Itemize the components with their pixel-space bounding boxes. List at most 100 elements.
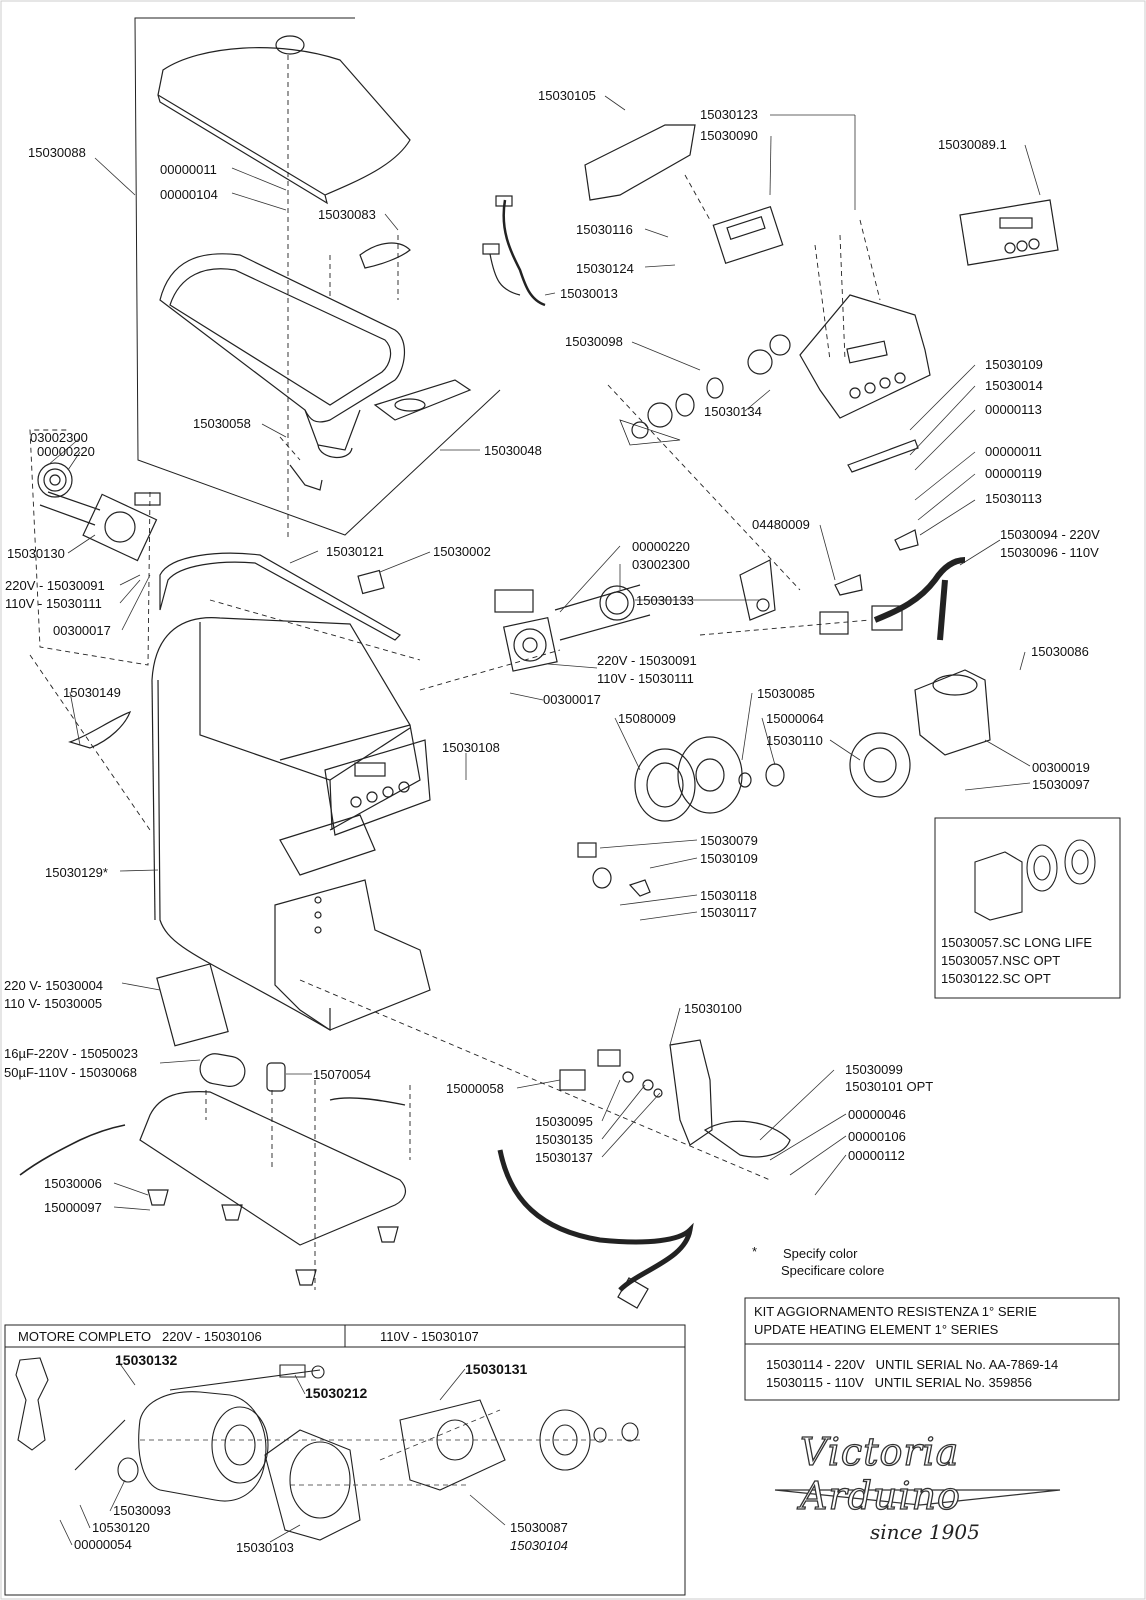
label-15030132: 15030132 bbox=[115, 1352, 178, 1368]
label-15030108: 15030108 bbox=[442, 740, 500, 755]
label-00000011-right: 00000011 bbox=[985, 444, 1042, 459]
label-15000058: 15000058 bbox=[446, 1081, 504, 1096]
logo-brand: Victoria Arduino bbox=[799, 1429, 961, 1518]
motor-header-220v: MOTORE COMPLETO 220V - 15030106 bbox=[18, 1329, 262, 1344]
label-15030098: 15030098 bbox=[565, 334, 623, 349]
label-15030085: 15030085 bbox=[757, 686, 815, 701]
label-15030086: 15030086 bbox=[1031, 644, 1089, 659]
kit-title-en: UPDATE HEATING ELEMENT 1° SERIES bbox=[754, 1322, 999, 1337]
label-15000097: 15000097 bbox=[44, 1200, 102, 1215]
label-15030104: 15030104 bbox=[510, 1538, 568, 1553]
label-15030109-top: 15030109 bbox=[985, 357, 1043, 372]
victoria-arduino-logo: Victoria Arduino since 1905 bbox=[770, 1429, 1060, 1570]
label-00000106: 00000106 bbox=[848, 1129, 906, 1144]
label-15030133: 15030133 bbox=[636, 593, 694, 608]
fan-left bbox=[37, 462, 161, 562]
label-15030109-mid: 15030109 bbox=[700, 851, 758, 866]
label-15030093: 15030093 bbox=[113, 1503, 171, 1518]
label-15000064: 15000064 bbox=[766, 711, 824, 726]
label-00300017-left: 00300017 bbox=[53, 623, 111, 638]
label-15030129: 15030129* bbox=[45, 865, 108, 880]
label-15080009: 15080009 bbox=[618, 711, 676, 726]
label-15030096: 15030096 - 110V bbox=[1000, 545, 1099, 560]
label-00000046: 00000046 bbox=[848, 1107, 906, 1122]
label-00000011-top: 00000011 bbox=[160, 162, 217, 177]
label-15030091-left: 220V - 15030091 bbox=[5, 578, 105, 593]
label-15030090: 15030090 bbox=[700, 128, 758, 143]
label-15030135: 15030135 bbox=[535, 1132, 593, 1147]
label-15030137: 15030137 bbox=[535, 1150, 593, 1165]
base-plate bbox=[139, 1091, 407, 1246]
label-15030088: 15030088 bbox=[28, 145, 86, 160]
kit-title-it: KIT AGGIORNAMENTO RESISTENZA 1° SERIE bbox=[754, 1304, 1037, 1319]
label-15030121: 15030121 bbox=[326, 544, 384, 559]
label-15030116: 15030116 bbox=[576, 222, 633, 237]
label-15030101-opt: 15030101 OPT bbox=[845, 1079, 934, 1094]
kit-row-220v: 15030114 - 220V UNTIL SERIAL No. AA-7869… bbox=[766, 1357, 1059, 1372]
label-15030149: 15030149 bbox=[63, 685, 121, 700]
label-15030002: 15030002 bbox=[433, 544, 491, 559]
label-15030083: 15030083 bbox=[318, 207, 376, 222]
label-15030068: 50µF-110V - 15030068 bbox=[4, 1065, 138, 1080]
label-15030131: 15030131 bbox=[465, 1361, 528, 1377]
label-00000104: 00000104 bbox=[160, 187, 218, 202]
label-15030110: 15030110 bbox=[766, 733, 823, 748]
label-15030124: 15030124 bbox=[576, 261, 634, 276]
label-15030130: 15030130 bbox=[7, 546, 65, 561]
label-00000220-left: 00000220 bbox=[37, 444, 95, 459]
hopper-group-outline bbox=[134, 17, 501, 536]
label-15030006: 15030006 bbox=[44, 1176, 102, 1191]
label-00300019: 00300019 bbox=[1032, 760, 1090, 775]
note-specify-color: Specify color bbox=[783, 1246, 858, 1261]
logo-since: since 1905 bbox=[870, 1520, 980, 1544]
label-03002300-right: 03002300 bbox=[632, 557, 690, 572]
label-15030089-1: 15030089.1 bbox=[938, 137, 1007, 152]
label-00000119: 00000119 bbox=[985, 466, 1042, 481]
hopper-body bbox=[159, 253, 405, 458]
label-15050023: 16µF-220V - 15050023 bbox=[4, 1046, 138, 1061]
label-15030048: 15030048 bbox=[484, 443, 542, 458]
label-15030079: 15030079 bbox=[700, 833, 758, 848]
label-00000113: 00000113 bbox=[985, 402, 1042, 417]
label-03002300-left: 03002300 bbox=[30, 430, 88, 445]
label-15030014: 15030014 bbox=[985, 378, 1043, 393]
label-00300017-right: 00300017 bbox=[543, 692, 601, 707]
burr-legend-line1: 15030057.SC LONG LIFE bbox=[941, 935, 1093, 950]
label-15030005: 110 V- 15030005 bbox=[4, 996, 103, 1011]
label-15030094: 15030094 - 220V bbox=[1000, 527, 1100, 542]
note-star: * bbox=[752, 1244, 758, 1259]
label-15070054: 15070054 bbox=[313, 1067, 371, 1082]
label-15030095: 15030095 bbox=[535, 1114, 593, 1129]
label-15030134: 15030134 bbox=[704, 404, 762, 419]
label-15030099: 15030099 bbox=[845, 1062, 903, 1077]
label-15030117: 15030117 bbox=[700, 905, 757, 920]
label-15030118: 15030118 bbox=[700, 888, 757, 903]
label-10530120: 10530120 bbox=[92, 1520, 150, 1535]
burr-legend-line3: 15030122.SC OPT bbox=[941, 971, 1051, 986]
label-15030013: 15030013 bbox=[560, 286, 618, 301]
label-15030004: 220 V- 15030004 bbox=[4, 978, 104, 993]
label-15030123: 15030123 bbox=[700, 107, 758, 122]
fan-right bbox=[494, 584, 651, 672]
label-15030111-right: 110V - 15030111 bbox=[597, 671, 694, 686]
label-00000112: 00000112 bbox=[848, 1148, 905, 1163]
label-15030212: 15030212 bbox=[305, 1385, 368, 1401]
label-00000220-right: 00000220 bbox=[632, 539, 690, 554]
label-15030087: 15030087 bbox=[510, 1520, 568, 1535]
label-15030100: 15030100 bbox=[684, 1001, 742, 1016]
burr-legend-line2: 15030057.NSC OPT bbox=[941, 953, 1061, 968]
label-15030091-right: 220V - 15030091 bbox=[597, 653, 697, 668]
label-15030097: 15030097 bbox=[1032, 777, 1090, 792]
burr-set-illustration bbox=[974, 839, 1096, 921]
label-15030103: 15030103 bbox=[236, 1540, 294, 1555]
label-00000054: 00000054 bbox=[74, 1537, 132, 1552]
label-15030058: 15030058 bbox=[193, 416, 251, 431]
grinder-body bbox=[151, 617, 431, 1032]
motor-illustration bbox=[15, 1357, 639, 1541]
motor-header-110v: 110V - 15030107 bbox=[380, 1329, 479, 1344]
label-04480009: 04480009 bbox=[752, 517, 810, 532]
hopper-lid bbox=[157, 35, 411, 205]
kit-row-110v: 15030115 - 110V UNTIL SERIAL No. 359856 bbox=[766, 1375, 1032, 1390]
